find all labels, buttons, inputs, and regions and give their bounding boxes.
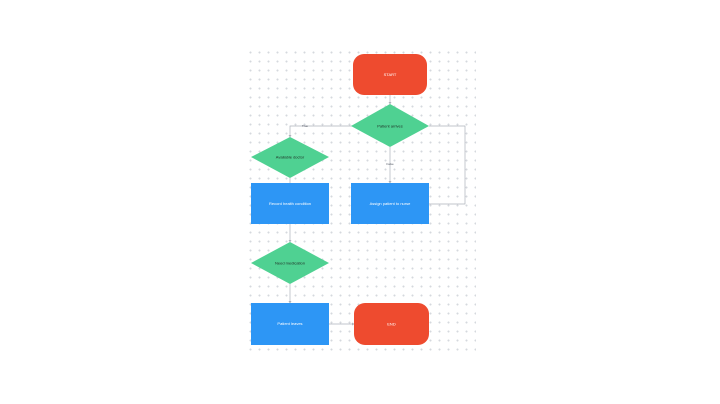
start-terminal[interactable]	[353, 54, 427, 95]
arrow-head	[352, 322, 355, 326]
arrow-head	[288, 135, 292, 138]
edge-arrives-to-doctor	[289, 125, 352, 137]
end-terminal[interactable]	[354, 303, 429, 345]
patient-leaves-process[interactable]	[251, 303, 329, 345]
available-doctor-decision[interactable]	[251, 137, 329, 178]
patient-leaves-label: Patient leaves	[277, 321, 302, 326]
available-doctor-label: Available doctor	[276, 155, 305, 160]
edge-label-false: False	[386, 162, 394, 166]
arrow-head	[288, 301, 292, 304]
end-label: END	[387, 322, 396, 327]
need-medication-decision[interactable]	[251, 242, 329, 284]
arrow-head	[388, 102, 392, 105]
edge-label-true: True	[302, 124, 308, 128]
edge-nurse-loop	[429, 125, 466, 205]
record-health-label: Record health condition	[269, 201, 311, 206]
assign-nurse-label: Assign patient to nurse	[370, 201, 411, 206]
arrow-head	[388, 181, 392, 184]
patient-arrives-label: Patient arrives	[377, 124, 403, 129]
start-label: START	[384, 72, 397, 77]
patient-arrives-decision[interactable]	[351, 104, 429, 147]
record-health-process[interactable]	[251, 183, 329, 224]
need-medication-label: Need medication	[275, 261, 305, 266]
arrow-head	[288, 240, 292, 243]
assign-nurse-process[interactable]	[351, 183, 429, 224]
